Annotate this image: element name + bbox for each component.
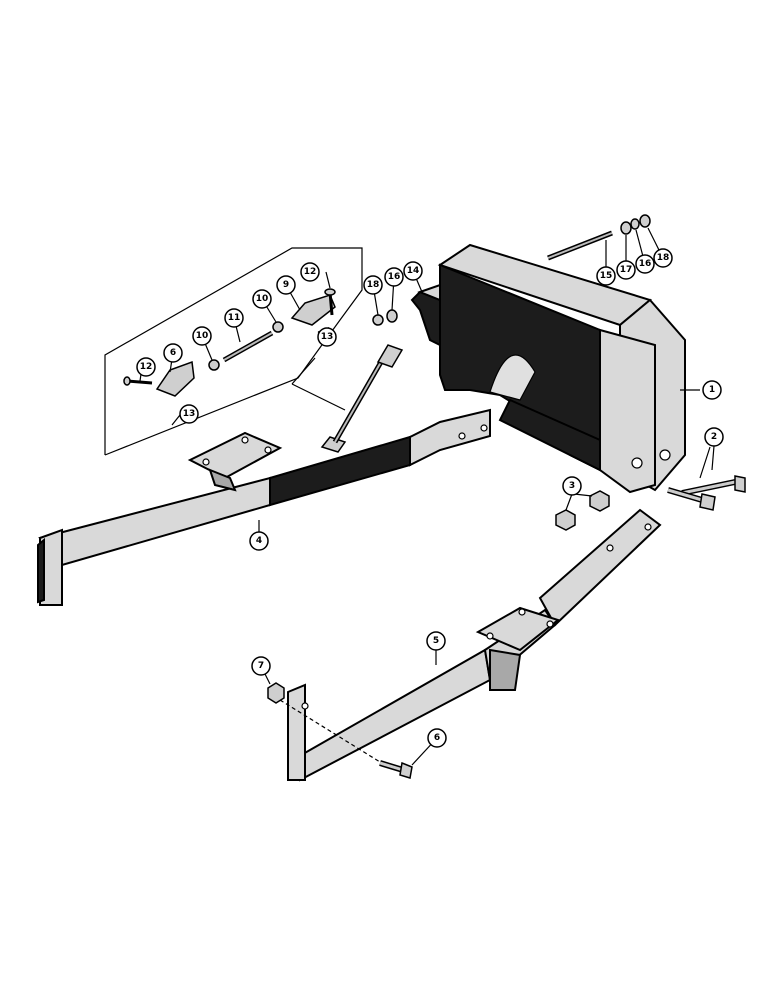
callout-6-turnbuckle: 6 xyxy=(163,343,183,363)
callout-14: 14 xyxy=(403,261,423,281)
bolt-6 xyxy=(279,699,413,779)
svg-text:6: 6 xyxy=(434,733,440,743)
svg-text:17: 17 xyxy=(620,265,633,275)
callout-11: 11 xyxy=(224,308,244,328)
svg-text:15: 15 xyxy=(600,271,613,281)
callout-9: 9 xyxy=(276,275,296,295)
bracket-14 xyxy=(372,283,441,347)
turnbuckle-inset-frame xyxy=(104,247,363,456)
svg-text:1: 1 xyxy=(709,385,715,395)
counterweight-block xyxy=(437,243,686,494)
callout-12-left: 12 xyxy=(136,357,156,377)
turnbuckle-installed xyxy=(291,344,404,453)
callout-13-left: 13 xyxy=(179,404,199,424)
svg-text:5: 5 xyxy=(433,636,439,646)
callout-1: 1 xyxy=(702,380,722,400)
callout-7: 7 xyxy=(251,656,271,676)
callout-18-rod: 18 xyxy=(653,248,673,268)
threaded-rod-15 xyxy=(547,230,613,261)
svg-text:12: 12 xyxy=(304,267,317,277)
svg-text:7: 7 xyxy=(258,661,264,671)
svg-text:18: 18 xyxy=(367,280,380,290)
rod-hardware xyxy=(620,214,651,235)
callout-2: 2 xyxy=(704,427,724,447)
callout-16-bracket: 16 xyxy=(384,267,404,287)
svg-text:9: 9 xyxy=(283,280,289,290)
callout-10-left: 10 xyxy=(192,326,212,346)
callout-17: 17 xyxy=(616,260,636,280)
callout-15: 15 xyxy=(596,266,616,286)
svg-text:13: 13 xyxy=(183,409,196,419)
nuts-3 xyxy=(555,490,610,531)
callout-5: 5 xyxy=(426,631,446,651)
svg-text:12: 12 xyxy=(140,362,153,372)
svg-text:16: 16 xyxy=(639,259,652,269)
frame-rail-5 xyxy=(287,508,662,782)
callout-10-right: 10 xyxy=(252,289,272,309)
svg-text:6: 6 xyxy=(170,348,176,358)
svg-text:10: 10 xyxy=(196,331,209,341)
bolts-2 xyxy=(667,475,746,511)
turnbuckle-parts-inset xyxy=(123,288,336,426)
svg-text:13: 13 xyxy=(321,332,334,342)
svg-text:4: 4 xyxy=(256,536,262,546)
svg-text:16: 16 xyxy=(388,272,401,282)
callout-18-bracket: 18 xyxy=(363,275,383,295)
svg-text:10: 10 xyxy=(256,294,269,304)
callout-6-bolt: 6 xyxy=(427,728,447,748)
svg-text:2: 2 xyxy=(711,432,717,442)
callout-12-right: 12 xyxy=(300,262,320,282)
svg-text:14: 14 xyxy=(407,266,420,276)
callout-3: 3 xyxy=(562,476,582,496)
callout-16-rod: 16 xyxy=(635,254,655,274)
svg-text:3: 3 xyxy=(569,481,575,491)
callout-4: 4 xyxy=(249,531,269,551)
nut-7 xyxy=(267,682,285,704)
svg-text:18: 18 xyxy=(657,253,670,263)
callout-13-right: 13 xyxy=(317,327,337,347)
svg-text:11: 11 xyxy=(228,313,241,323)
frame-rail-4 xyxy=(37,408,491,606)
